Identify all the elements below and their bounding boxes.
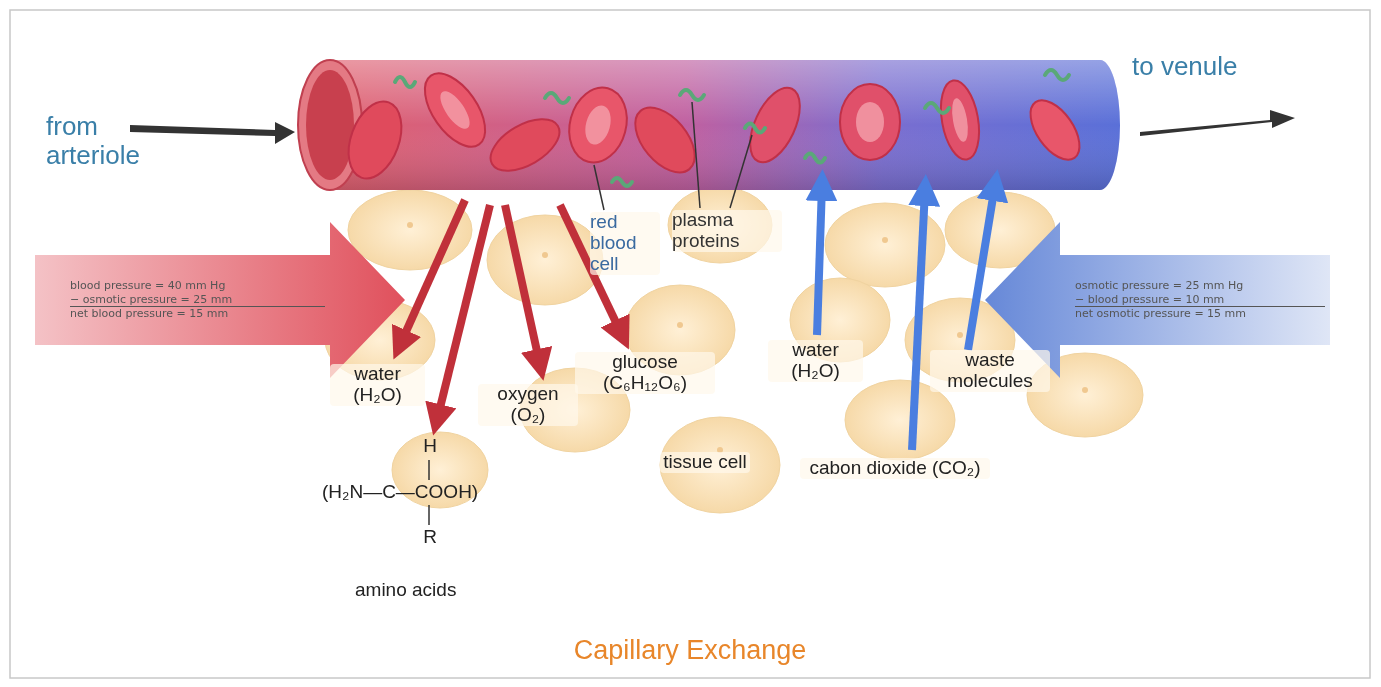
label: cabon dioxide (CO₂) — [800, 458, 990, 479]
label: plasma proteins — [672, 210, 782, 252]
label: waste molecules — [930, 350, 1050, 392]
label: to venule — [1132, 52, 1282, 81]
pressure-line: net blood pressure = 15 mm — [70, 307, 325, 321]
pressure-arrow: blood pressure = 40 mm Hg− osmotic press… — [70, 279, 325, 321]
pressure-line: blood pressure = 40 mm Hg — [70, 279, 325, 293]
label: (H₂N—C—COOH) — [322, 482, 542, 503]
label: red blood cell — [590, 212, 660, 275]
label: from arteriole — [46, 112, 196, 169]
label: H — [421, 436, 439, 457]
label: glucose (C₆H₁₂O₆) — [575, 352, 715, 394]
label: water (H₂O) — [768, 340, 863, 382]
label: oxygen (O₂) — [478, 384, 578, 426]
label: tissue cell — [660, 452, 750, 473]
label: R — [421, 527, 439, 548]
pressure-line: − osmotic pressure = 25 mm — [70, 293, 325, 308]
caption: Capillary Exchange — [400, 636, 980, 666]
pressure-line: − blood pressure = 10 mm — [1075, 293, 1325, 308]
pressure-line: net osmotic pressure = 15 mm — [1075, 307, 1325, 321]
label: amino acids — [355, 580, 535, 601]
label: water (H₂O) — [330, 364, 425, 406]
pressure-line: osmotic pressure = 25 mm Hg — [1075, 279, 1325, 293]
pressure-arrow: osmotic pressure = 25 mm Hg− blood press… — [1075, 279, 1325, 321]
